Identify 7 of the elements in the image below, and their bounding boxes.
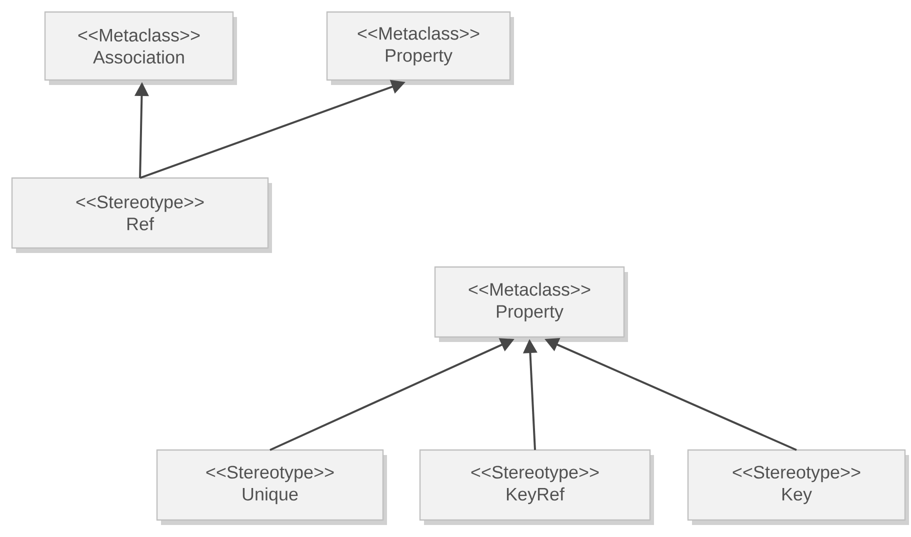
class-box: <<Metaclass>> Property: [434, 266, 628, 342]
class-box: <<Stereotype>> Unique: [156, 449, 387, 525]
class-box: <<Metaclass>> Association: [44, 11, 237, 85]
class-box: <<Metaclass>> Property: [326, 11, 514, 85]
class-box: <<Stereotype>> Key: [687, 449, 909, 525]
class-box: <<Stereotype>> KeyRef: [419, 449, 654, 525]
class-box: <<Stereotype>> Ref: [11, 177, 272, 253]
